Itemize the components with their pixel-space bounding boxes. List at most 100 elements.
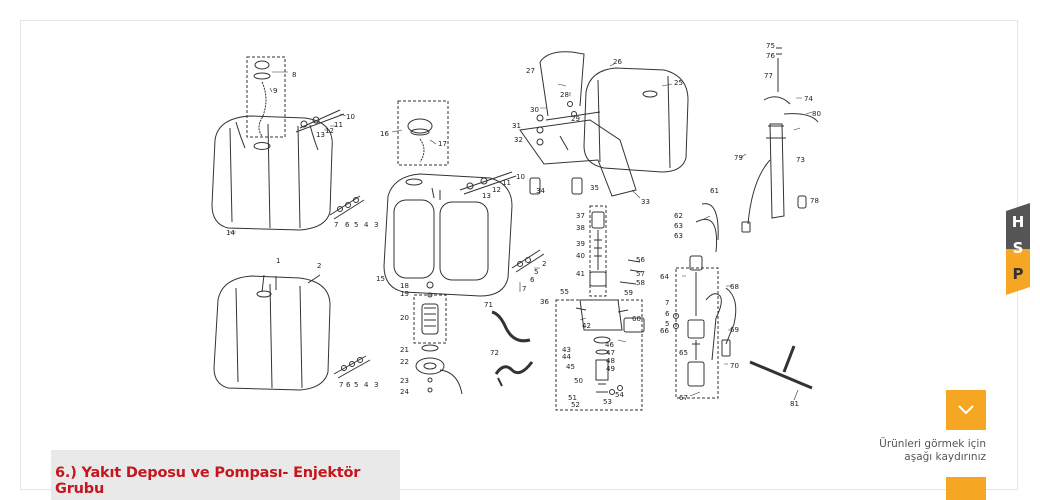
svg-text:5: 5 (665, 320, 669, 328)
svg-text:4: 4 (364, 381, 369, 389)
svg-text:30: 30 (530, 106, 539, 114)
svg-text:29: 29 (571, 115, 580, 123)
svg-text:16: 16 (380, 130, 389, 138)
svg-text:59: 59 (624, 289, 633, 297)
scroll-hint-line1: Ürünleri görmek için (879, 438, 986, 450)
svg-text:7: 7 (334, 221, 338, 229)
svg-text:43: 43 (562, 346, 571, 354)
diagram-caption: 6.) Yakıt Deposu ve Pompası- Enjektör Gr… (51, 450, 400, 500)
svg-text:27: 27 (526, 67, 535, 75)
svg-text:7: 7 (339, 381, 343, 389)
fuel-tank-25 (583, 67, 689, 173)
svg-text:81: 81 (790, 400, 799, 408)
svg-text:18: 18 (400, 282, 409, 290)
svg-text:63: 63 (674, 232, 683, 240)
svg-text:45: 45 (566, 363, 575, 371)
svg-text:38: 38 (576, 224, 585, 232)
svg-text:54: 54 (615, 391, 624, 399)
svg-text:9: 9 (273, 87, 277, 95)
svg-text:2: 2 (542, 260, 546, 268)
svg-text:5: 5 (534, 268, 538, 276)
svg-text:61: 61 (710, 187, 719, 195)
svg-text:8: 8 (292, 71, 296, 79)
svg-text:6: 6 (346, 381, 351, 389)
svg-text:48: 48 (606, 357, 615, 365)
svg-text:6: 6 (345, 221, 350, 229)
fuel-tank-1 (213, 274, 331, 391)
svg-text:10: 10 (346, 113, 355, 121)
svg-text:69: 69 (730, 326, 739, 334)
svg-text:77: 77 (764, 72, 773, 80)
svg-text:56: 56 (636, 256, 645, 264)
svg-text:50: 50 (574, 377, 583, 385)
svg-text:47: 47 (606, 349, 615, 357)
svg-text:5: 5 (354, 381, 358, 389)
svg-text:2: 2 (317, 262, 321, 270)
svg-text:33: 33 (641, 198, 650, 206)
svg-text:3: 3 (374, 381, 378, 389)
svg-text:46: 46 (605, 341, 614, 349)
svg-text:32: 32 (514, 136, 523, 144)
svg-text:70: 70 (730, 362, 739, 370)
svg-text:64: 64 (660, 273, 669, 281)
svg-text:39: 39 (576, 240, 585, 248)
svg-text:63: 63 (674, 222, 683, 230)
svg-text:44: 44 (562, 353, 571, 361)
svg-text:26: 26 (613, 58, 622, 66)
scroll-hint-line2: aşağı kaydırınız (904, 451, 986, 463)
svg-text:75: 75 (766, 42, 775, 50)
svg-text:80: 80 (812, 110, 821, 118)
fuel-tank-15 (383, 173, 513, 297)
svg-text:78: 78 (810, 197, 819, 205)
badge-letter-p: P (1013, 265, 1024, 283)
svg-text:40: 40 (576, 252, 585, 260)
svg-text:31: 31 (512, 122, 521, 130)
svg-text:66: 66 (660, 327, 669, 335)
scroll-button-secondary[interactable] (946, 477, 986, 500)
svg-text:21: 21 (400, 346, 409, 354)
svg-text:65: 65 (679, 349, 688, 357)
svg-text:52: 52 (571, 401, 580, 409)
svg-text:49: 49 (606, 365, 615, 373)
svg-text:34: 34 (536, 187, 545, 195)
svg-text:62: 62 (674, 212, 683, 220)
svg-text:51: 51 (568, 394, 577, 402)
svg-text:24: 24 (400, 388, 409, 396)
svg-text:11: 11 (502, 179, 511, 187)
svg-text:11: 11 (334, 121, 343, 129)
svg-text:53: 53 (603, 398, 612, 406)
svg-text:25: 25 (674, 79, 683, 87)
svg-text:57: 57 (636, 270, 645, 278)
hsp-logo-badge: H S P (1006, 203, 1030, 295)
svg-text:28: 28 (560, 91, 569, 99)
svg-text:12: 12 (325, 127, 334, 135)
svg-text:7: 7 (522, 285, 526, 293)
svg-text:19: 19 (400, 290, 409, 298)
svg-text:23: 23 (400, 377, 409, 385)
svg-text:3: 3 (374, 221, 378, 229)
svg-text:5: 5 (354, 221, 358, 229)
svg-text:71: 71 (484, 301, 493, 309)
chevron-down-icon (958, 405, 974, 415)
svg-text:72: 72 (490, 349, 499, 357)
svg-text:35: 35 (590, 184, 599, 192)
svg-text:13: 13 (316, 131, 325, 139)
svg-text:79: 79 (734, 154, 743, 162)
fuel-tank-14 (211, 115, 333, 231)
svg-text:13: 13 (482, 192, 491, 200)
svg-text:4: 4 (364, 221, 369, 229)
svg-text:22: 22 (400, 358, 409, 366)
badge-letter-s: S (1013, 239, 1024, 257)
svg-text:36: 36 (540, 298, 549, 306)
scroll-down-button[interactable] (946, 390, 986, 430)
svg-text:14: 14 (226, 229, 235, 237)
svg-text:6: 6 (530, 276, 535, 284)
svg-text:68: 68 (730, 283, 739, 291)
svg-text:17: 17 (438, 140, 447, 148)
svg-text:55: 55 (560, 288, 569, 296)
svg-text:37: 37 (576, 212, 585, 220)
svg-text:12: 12 (492, 186, 501, 194)
scroll-hint: Ürünleri görmek için aşağı kaydırınız (826, 438, 986, 464)
svg-text:1: 1 (276, 257, 280, 265)
